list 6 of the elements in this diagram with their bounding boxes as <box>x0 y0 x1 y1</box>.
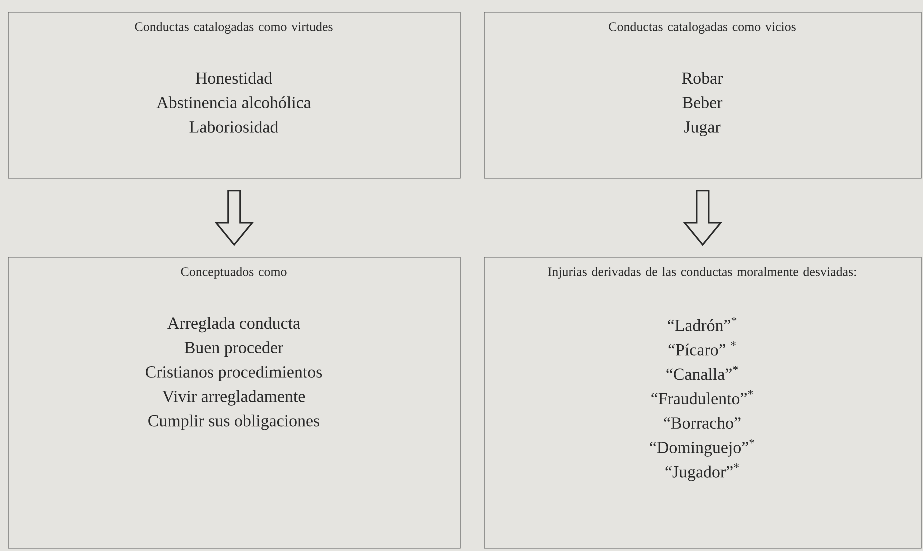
block-arrow <box>214 190 254 246</box>
text-box: Conductas catalogadas como vicios Robar Beber Jugar <box>484 12 922 179</box>
text-box: Conceptuados como Arreglada conducta Buen proceder Cristianos procedimientos Vivir arregladamente Cumplir sus obligaciones <box>8 257 461 549</box>
text-box: Conductas catalogadas como virtudes Honestidad Abstinencia alcohólica Laboriosidad <box>8 12 461 179</box>
block-arrow <box>683 190 723 246</box>
text-box: Injurias derivadas de las conductas moralmente desviadas: “Ladrón”$^{*}$ “Pícaro” $^{*}$ “Canalla”$^{*}$ “Fraudulento”$^{*}$ “Borracho” “Dominguejo”$^{*}$ “Jugador”$^{*}$ <box>484 257 922 549</box>
